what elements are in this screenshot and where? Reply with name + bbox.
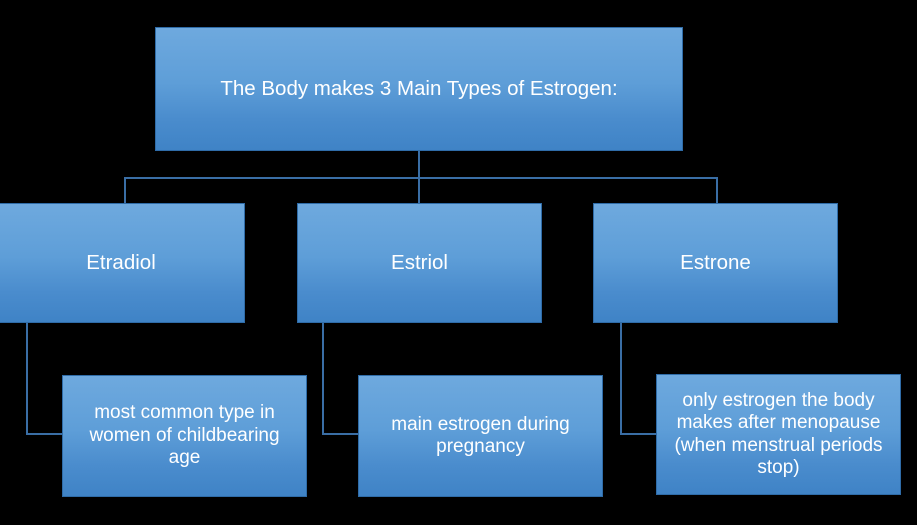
connector-title-trunk [418,150,420,179]
connector-etradiol-description-vertical [26,323,28,435]
connector-estriol-description-vertical [322,323,324,435]
connector-etradiol-description-horizontal [26,433,64,435]
description-box-estrone: only estrogen the body makes after menop… [656,374,901,495]
connector-estriol-description-horizontal [322,433,360,435]
type-box-etradiol: Etradiol [0,203,245,323]
connector-estrone-description-horizontal [620,433,658,435]
type-box-estriol: Estriol [297,203,542,323]
connector-drop-estrone [716,177,718,204]
description-box-etradiol: most common type in women of childbearin… [62,375,307,497]
connector-drop-etradiol [124,177,126,204]
title-box: The Body makes 3 Main Types of Estrogen: [155,27,683,151]
description-box-estriol: main estrogen during pregnancy [358,375,603,497]
connector-drop-estriol [418,177,420,204]
type-box-estrone: Estrone [593,203,838,323]
connector-horizontal-bus [124,177,718,179]
connector-estrone-description-vertical [620,323,622,435]
